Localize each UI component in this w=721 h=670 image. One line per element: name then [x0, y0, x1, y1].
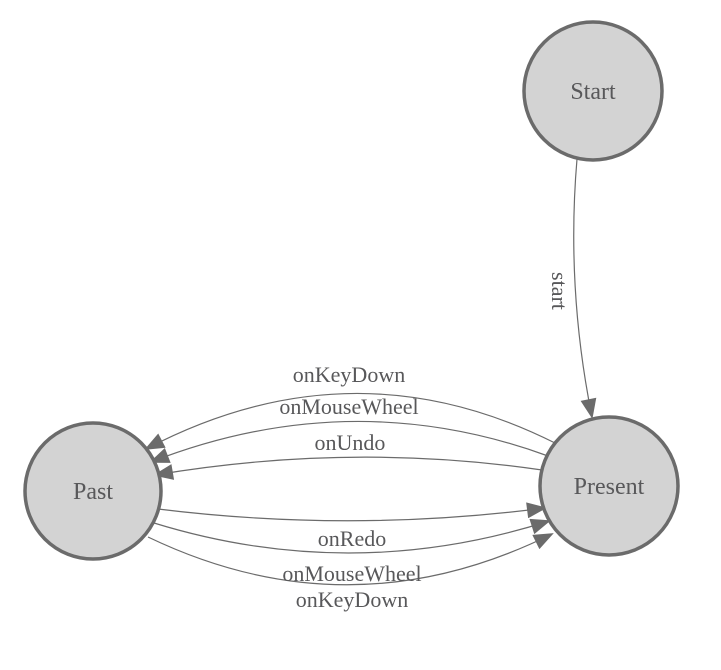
node-start[interactable]: Start	[522, 20, 664, 162]
node-start-circle[interactable]	[522, 20, 664, 162]
node-past-circle[interactable]	[23, 421, 163, 561]
edge-present-to-past-onundo	[153, 456, 543, 480]
edge-present-to-past-onmousewheel	[149, 420, 549, 463]
node-past[interactable]: Past	[23, 421, 163, 561]
edge-past-to-present-onredo	[157, 502, 547, 522]
node-start-label: Start	[570, 79, 616, 105]
edge-start-to-present	[573, 158, 597, 419]
edge-label-onundo: onUndo	[315, 430, 386, 455]
edge-label-onkeydown-bottom: onKeyDown	[296, 587, 408, 612]
node-present[interactable]: Present	[538, 415, 680, 557]
edge-label-onkeydown-top: onKeyDown	[293, 362, 405, 387]
edge-label-onmousewheel-bottom: onMouseWheel	[282, 561, 421, 586]
node-present-label: Present	[574, 474, 645, 500]
node-present-circle[interactable]	[538, 415, 680, 557]
edge-present-to-past-onkeydown	[144, 392, 556, 450]
edge-past-to-present-onmousewheel	[153, 518, 551, 554]
edge-label-onredo: onRedo	[318, 526, 386, 551]
edge-label-start: start	[547, 272, 572, 310]
node-past-label: Past	[73, 479, 113, 505]
edge-past-to-present-onkeydown	[147, 533, 554, 586]
edge-label-onmousewheel-top: onMouseWheel	[279, 394, 418, 419]
